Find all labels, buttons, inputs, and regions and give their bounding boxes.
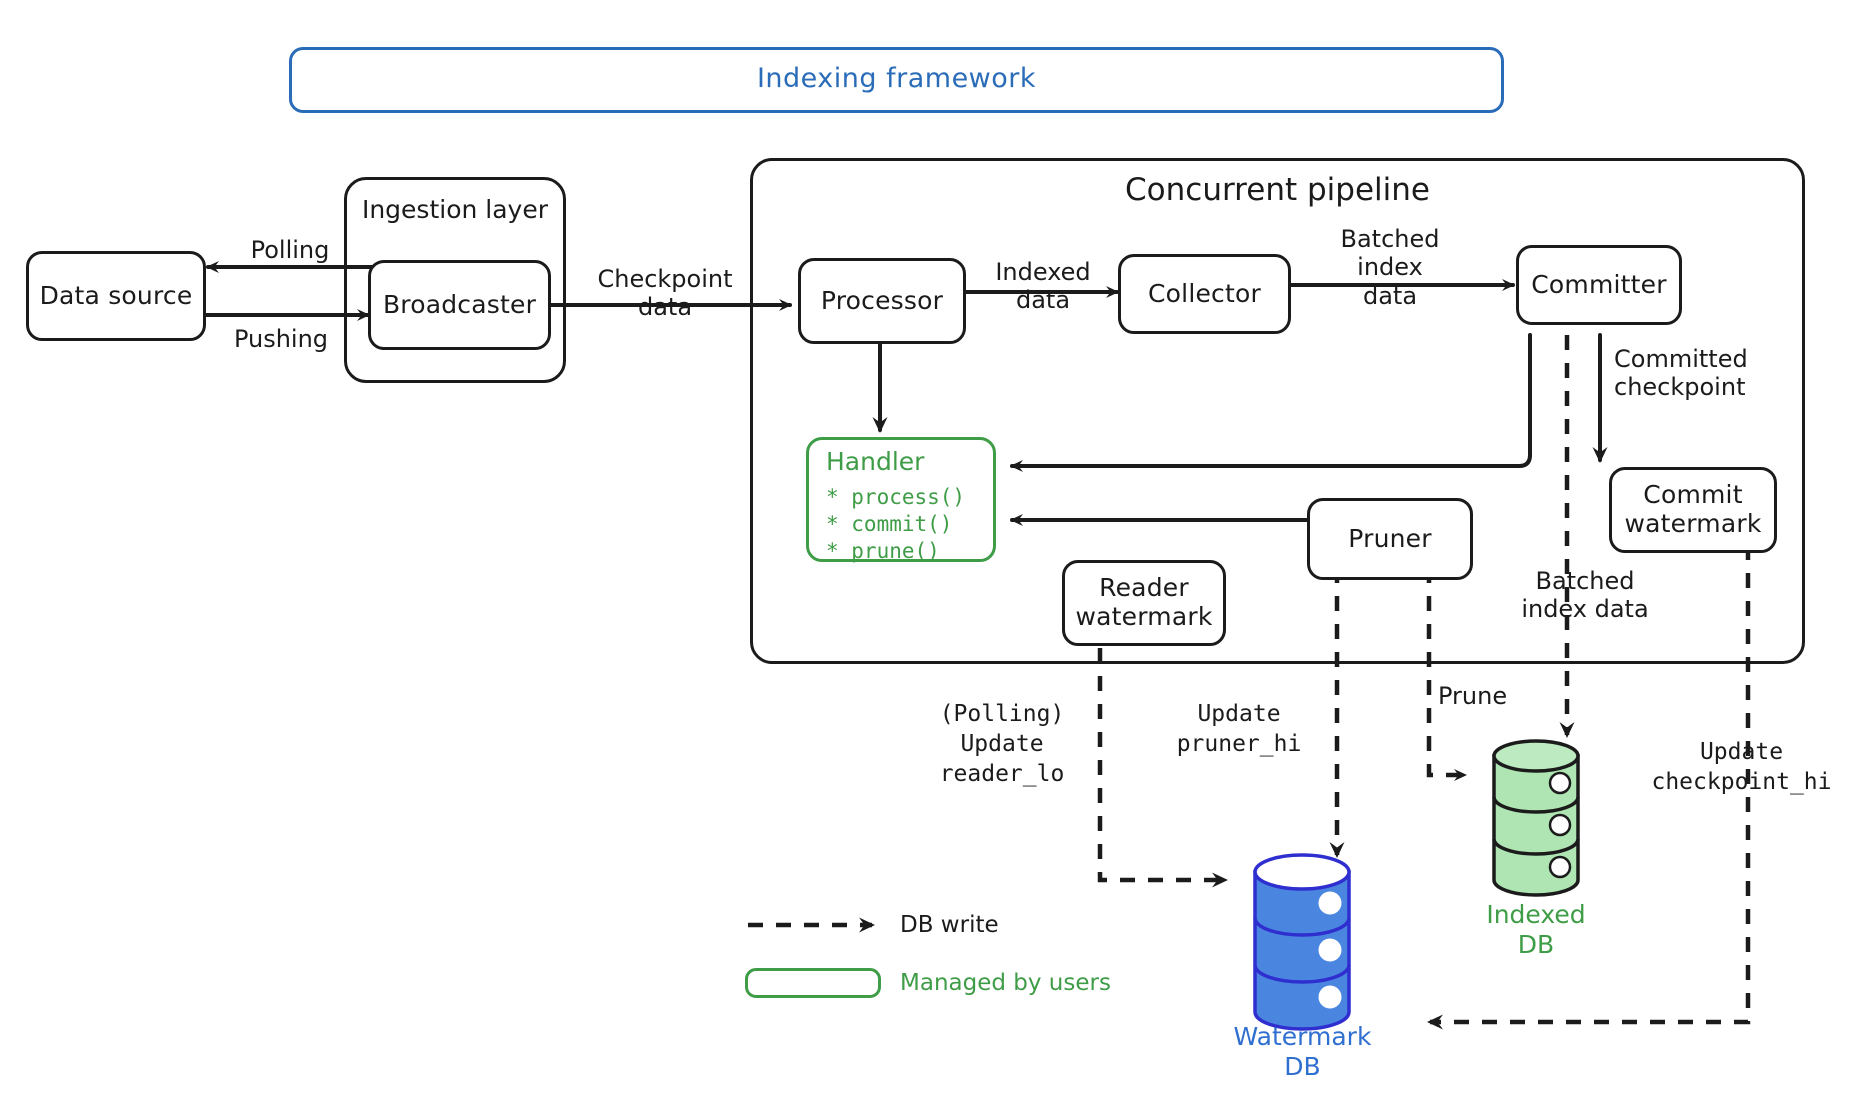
ingestion-layer-title: Ingestion layer: [361, 195, 549, 224]
edge-label-update-reader-lo: (Polling) Update reader_lo: [939, 701, 1065, 787]
edge-label-checkpoint-data: Checkpoint data: [597, 265, 733, 322]
edge-label-batched-index-data: Batched index data: [1340, 225, 1440, 310]
watermark-db-shape: [1253, 853, 1351, 1031]
legend-managed-label: Managed by users: [900, 970, 1111, 996]
node-handler[interactable]: [806, 437, 996, 562]
indexed-db-label: Indexed DB: [1486, 900, 1586, 959]
edge-label-prune: Prune: [1438, 682, 1508, 710]
watermark-db-label: Watermark DB: [1233, 1022, 1372, 1081]
edge-label-update-checkpoint-hi: Update checkpoint_hi: [1651, 739, 1832, 795]
indexing-framework-title: Indexing framework: [756, 63, 1037, 94]
edge-label-polling: Polling: [250, 236, 330, 264]
node-collector[interactable]: Collector: [1118, 254, 1291, 334]
edge-label-pushing: Pushing: [233, 325, 329, 353]
node-broadcaster[interactable]: Broadcaster: [368, 260, 551, 350]
handler-title: Handler: [826, 447, 925, 476]
concurrent-pipeline-group: [750, 158, 1805, 664]
handler-method-commit: * commit(): [826, 512, 953, 536]
node-reader-watermark[interactable]: Reader watermark: [1062, 560, 1226, 646]
legend-managed-swatch: [745, 968, 881, 998]
node-commit-watermark[interactable]: Commit watermark: [1609, 467, 1777, 553]
indexed-db-shape: [1492, 739, 1580, 897]
handler-method-prune: * prune(): [826, 539, 940, 563]
node-processor[interactable]: Processor: [798, 258, 966, 344]
indexing-framework-banner: [289, 47, 1504, 113]
handler-method-process: * process(): [826, 485, 966, 509]
edge-label-indexed-data: Indexed data: [995, 258, 1091, 315]
edge-label-update-pruner-hi: Update pruner_hi: [1176, 701, 1302, 757]
node-committer[interactable]: Committer: [1516, 245, 1682, 325]
legend-db-write-label: DB write: [900, 912, 999, 938]
edge-label-batched-index-data-db: Batched index data: [1521, 567, 1649, 624]
node-pruner[interactable]: Pruner: [1307, 498, 1473, 580]
ingestion-layer-group: [344, 177, 566, 383]
concurrent-pipeline-title: Concurrent pipeline: [1125, 172, 1430, 208]
node-data-source[interactable]: Data source: [26, 251, 206, 341]
edge-label-committed-checkpoint: Committed checkpoint: [1614, 345, 1748, 402]
